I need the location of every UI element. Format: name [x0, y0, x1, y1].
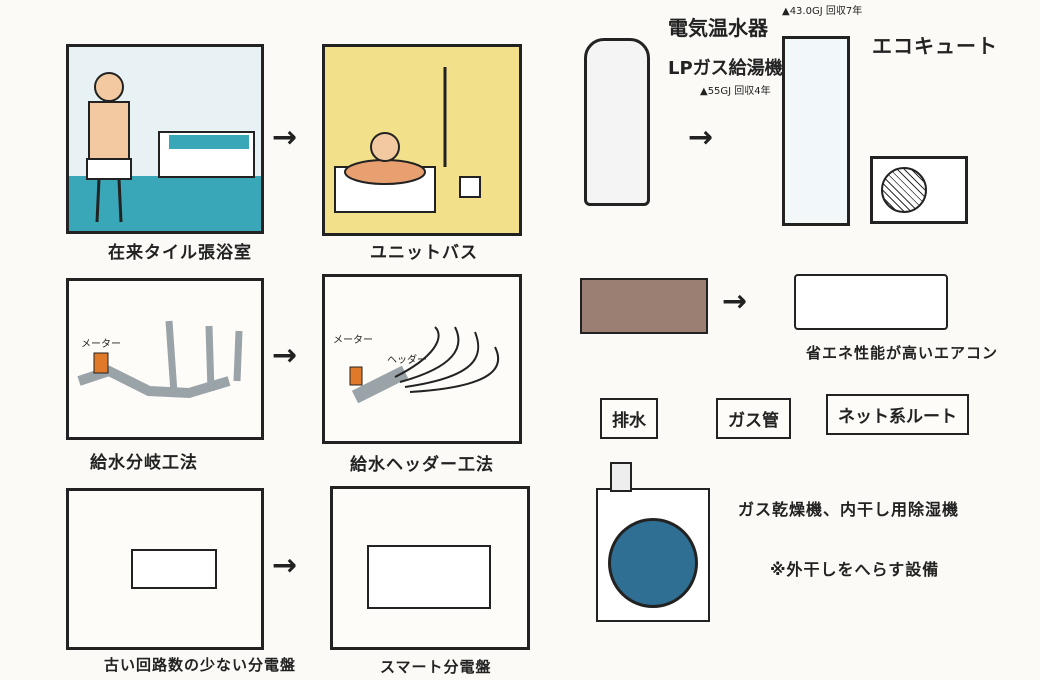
lp-gas-heater-label: LPガス給湯機	[668, 58, 783, 79]
ecocute-tank-illustration	[782, 36, 850, 226]
header-plumbing-label: 給水ヘッダー工法	[350, 455, 494, 475]
old-aircon-illustration	[580, 278, 708, 334]
smart-breaker-box	[367, 545, 491, 609]
route-network: ネット系ルート	[826, 394, 969, 435]
lp-note: ▲55GJ 回収4年	[700, 86, 771, 97]
ecocute-heat-pump-illustration	[870, 156, 968, 224]
branch-plumbing-label: 給水分岐工法	[90, 453, 198, 473]
dryer-drum	[608, 518, 698, 608]
meter-label-2: メーター	[333, 335, 373, 346]
arrow-plumbing: →	[272, 338, 298, 373]
meter-label: メーター	[81, 339, 121, 350]
route-gas-pipe: ガス管	[716, 398, 791, 439]
arrow-panel: →	[272, 548, 298, 583]
new-aircon-illustration	[794, 274, 948, 330]
unit-bath-illustration	[322, 44, 522, 236]
tile-bathroom-illustration	[66, 44, 264, 234]
electric-water-heater-illustration	[584, 38, 650, 206]
dryer-note: ※外干しをへらす設備	[770, 560, 940, 579]
unit-bath-drawing	[334, 67, 481, 213]
old-panel-label: 古い回路数の少ない分電盤	[104, 656, 297, 674]
dryer-vent	[610, 462, 632, 492]
route-drain: 排水	[600, 398, 658, 439]
ecocute-label: エコキュート	[872, 34, 998, 58]
tile-bathroom-label: 在来タイル張浴室	[108, 243, 252, 263]
arrow-water-heater: →	[688, 120, 714, 155]
branch-plumbing-illustration: メーター	[66, 278, 264, 440]
header-label: ヘッダー	[387, 355, 427, 366]
smart-panel-label: スマート分電盤	[380, 658, 492, 676]
arrow-aircon: →	[722, 284, 748, 319]
old-breaker-box	[131, 549, 217, 589]
electric-water-heater-label: 電気温水器	[668, 16, 768, 40]
dryer-illustration	[596, 488, 710, 622]
efficient-aircon-label: 省エネ性能が高いエアコン	[806, 344, 999, 362]
arrow-bathroom: →	[272, 120, 298, 155]
smart-panel-illustration	[330, 486, 530, 650]
header-plumbing-illustration: メーター ヘッダー	[322, 274, 522, 444]
fan-grille	[881, 167, 927, 213]
dryer-label: ガス乾燥機、内干し用除湿機	[738, 500, 960, 519]
header-plumbing-drawing	[349, 326, 500, 404]
electric-note: ▲43.0GJ 回収7年	[782, 6, 863, 17]
tile-bathroom-drawing	[86, 72, 255, 223]
old-panel-illustration	[66, 488, 264, 650]
unit-bath-label: ユニットバス	[370, 243, 478, 263]
branch-plumbing-drawing	[77, 320, 243, 399]
